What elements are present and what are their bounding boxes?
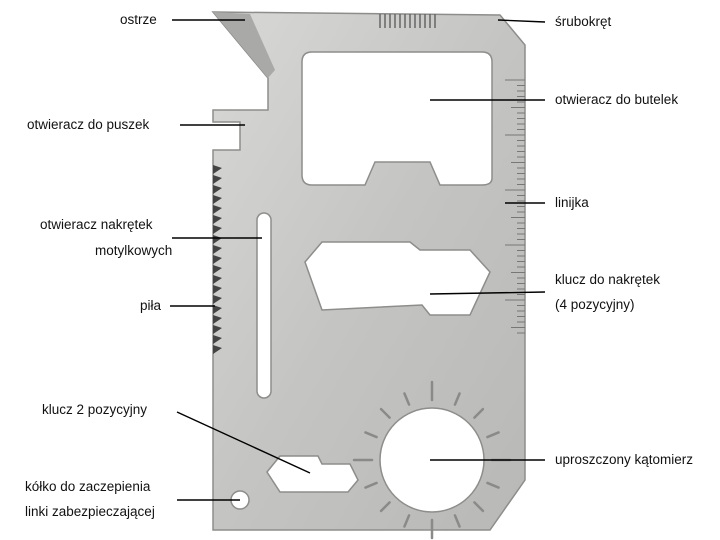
protractor-tick [473,407,485,419]
label-protractor: uproszczony kątomierz [555,452,694,467]
saw-tooth [213,305,222,314]
protractor-tick [403,392,411,406]
saw-tooth [213,265,222,274]
wrench4-cutout [304,241,491,316]
protractor-tick [379,407,391,419]
saw-tooth [213,295,222,304]
bottle-opener-cutout [301,51,493,186]
label-blade: ostrze [120,12,157,27]
label-bottle-opener: otwieracz do butelek [555,92,679,107]
saw-tooth [213,345,222,354]
saw-tooth [213,325,222,334]
saw-tooth [213,185,222,194]
label-wingnut-opener-line1: otwieracz nakrętek [40,217,153,232]
saw-tooth [213,165,222,174]
protractor-tick [486,431,500,439]
saw-tooth [213,245,222,254]
protractor-tick [486,481,500,489]
protractor-tick [403,514,411,528]
label-lanyard-hole-line1: kółko do zaczepienia [25,479,151,494]
protractor-tick [453,514,461,528]
leader-lines [170,19,546,501]
saw-tooth [213,225,222,234]
saw-tooth [213,195,222,204]
label-can-opener: otwieracz do puszek [27,117,150,132]
blade-bevel [213,12,275,78]
label-wrench4-line1: klucz do nakrętek [555,272,661,287]
wrench2-cutout [266,455,359,493]
saw-tooth [213,255,222,264]
saw-tooth [213,175,222,184]
label-screwdriver: śrubokręt [555,14,612,29]
label-ruler: linijka [555,195,589,210]
saw-tooth [213,215,222,224]
label-wingnut-opener-line2: motylkowych [95,243,173,258]
screwdriver-teeth [379,14,436,28]
protractor-tick [473,501,485,513]
ruler-ticks [505,79,525,334]
saw-tooth [213,205,222,214]
protractor-tick [453,392,461,406]
saw-tooth [213,235,222,244]
protractor-tick [364,431,378,439]
saw-tooth [213,335,222,344]
label-wrench2: klucz 2 pozycyjny [42,402,148,417]
wingnut-opener-slot [256,212,272,399]
saw-tooth [213,315,222,324]
label-lanyard-hole-line2: linki zabezpieczającej [25,504,155,519]
protractor-tick [364,481,378,489]
protractor-tick [379,501,391,513]
saw-tooth [213,285,222,294]
saw-tooth [213,275,222,284]
saw-teeth [213,165,222,354]
label-saw: piła [140,298,162,313]
label-wrench4-line2: (4 pozycyjny) [555,297,635,312]
